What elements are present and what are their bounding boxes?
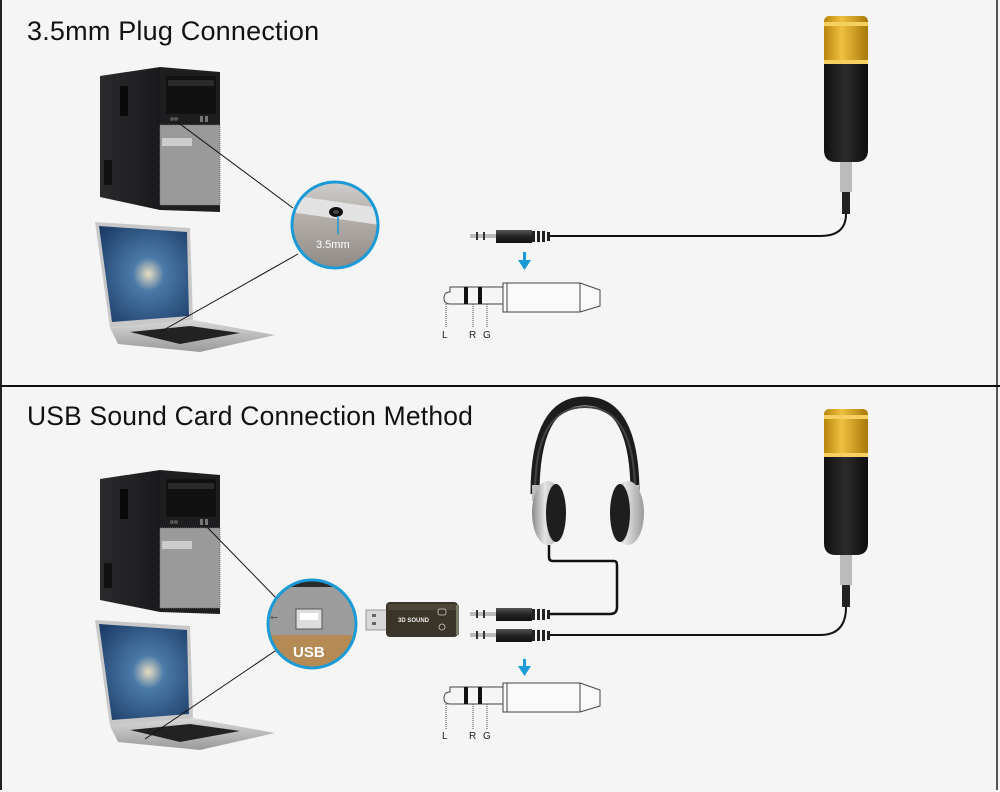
- leader-line: [175, 120, 294, 209]
- plug-label-right: R: [469, 731, 476, 742]
- usb-connection-diagram: ⭠ USB 3D SOUND: [95, 396, 868, 750]
- plug-label-left: L: [442, 731, 448, 742]
- mic-cable: [548, 213, 847, 237]
- plug-label-left: L: [442, 330, 448, 341]
- section-divider: [0, 385, 1000, 387]
- usb-symbol-icon: ⭠: [270, 612, 278, 623]
- laptop: [95, 620, 275, 750]
- microphone: [824, 409, 868, 607]
- section-title: USB Sound Card Connection Method: [27, 401, 474, 431]
- arrow-down-icon: [518, 659, 531, 676]
- plug-label-ground: G: [483, 731, 491, 742]
- plug-connection-diagram: 3.5mm: [95, 16, 868, 352]
- plug-label-ground: G: [483, 330, 491, 341]
- arrow-down-icon: [518, 252, 531, 270]
- plug-diagram: [443, 682, 601, 729]
- leader-line: [204, 524, 281, 603]
- headphones: [530, 396, 644, 545]
- callout-label: USB: [293, 644, 325, 661]
- leader-line: [144, 648, 279, 740]
- plug-diagram: [443, 282, 601, 328]
- sound-card-label: 3D SOUND: [398, 618, 430, 624]
- usb-port-callout-magnifier: ⭠ USB: [266, 578, 358, 670]
- headphone-plug: [470, 608, 550, 621]
- leader-line: [159, 253, 299, 333]
- headphone-port-icon: [437, 608, 447, 616]
- plug-connection-panel: 3.5mm Plug Connection: [0, 0, 1000, 386]
- plug-label-right: R: [469, 330, 476, 341]
- mic-cable: [548, 606, 847, 636]
- usb-sound-card: 3D SOUND: [365, 602, 459, 637]
- usb-connection-panel: USB Sound Card Connection Method: [0, 387, 1000, 792]
- microphone: [824, 16, 868, 214]
- laptop: [95, 222, 275, 352]
- callout-label: 3.5mm: [316, 239, 350, 251]
- microphone-port-icon: [438, 623, 446, 631]
- jack-callout-magnifier: 3.5mm: [290, 180, 380, 270]
- desktop-tower: [100, 470, 221, 614]
- headphone-cable: [547, 545, 619, 616]
- section-title: 3.5mm Plug Connection: [27, 16, 320, 46]
- desktop-tower: [100, 67, 221, 212]
- microphone-plug: [470, 629, 550, 642]
- audio-plug: [470, 230, 550, 243]
